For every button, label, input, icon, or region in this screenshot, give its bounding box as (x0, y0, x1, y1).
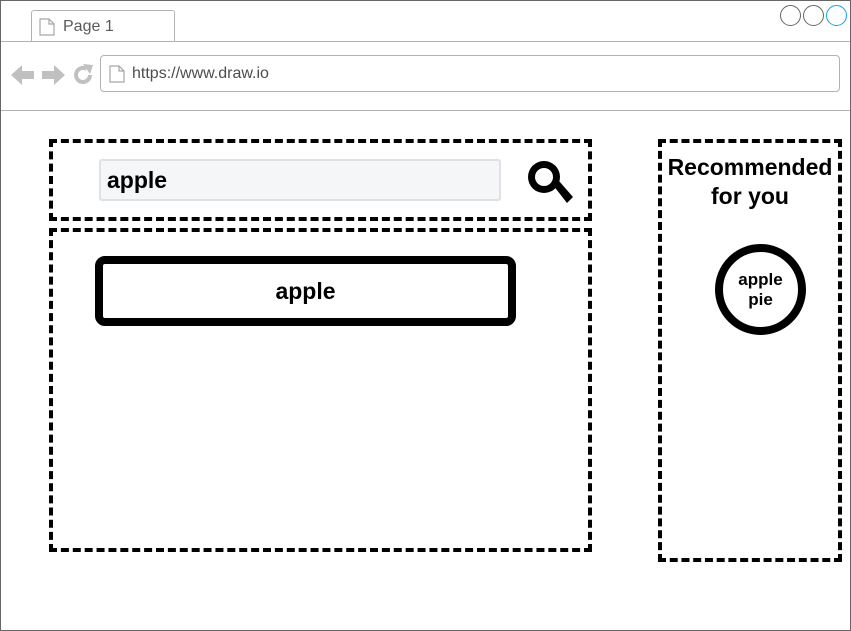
recommendations-title-line1: Recommended (667, 154, 833, 180)
maximize-button[interactable] (803, 5, 824, 26)
tab-strip: Page 1 (1, 1, 850, 42)
recommendations-panel (658, 139, 842, 562)
page-icon (109, 65, 125, 83)
recommendation-label: apple pie (738, 269, 783, 309)
tab-page-1[interactable]: Page 1 (31, 10, 175, 41)
recommendations-title-line2: for you (711, 183, 789, 209)
result-item-apple[interactable]: apple (95, 256, 516, 326)
close-button[interactable] (826, 5, 847, 26)
back-arrow-icon[interactable] (11, 64, 35, 86)
page-icon (39, 18, 55, 36)
search-icon[interactable] (523, 157, 575, 205)
url-text: https://www.draw.io (132, 65, 269, 82)
forward-arrow-icon[interactable] (41, 64, 65, 86)
tab-label: Page 1 (63, 18, 114, 35)
window-controls (780, 5, 847, 26)
results-section (49, 228, 592, 552)
minimize-button[interactable] (780, 5, 801, 26)
recommendation-item-apple-pie[interactable]: apple pie (715, 244, 806, 335)
search-input[interactable] (99, 159, 501, 201)
search-section (49, 139, 592, 221)
browser-toolbar: https://www.draw.io (1, 42, 850, 111)
reload-icon[interactable] (71, 63, 95, 87)
address-bar[interactable]: https://www.draw.io (100, 55, 840, 92)
recommendations-title: Recommended for you (659, 153, 841, 211)
